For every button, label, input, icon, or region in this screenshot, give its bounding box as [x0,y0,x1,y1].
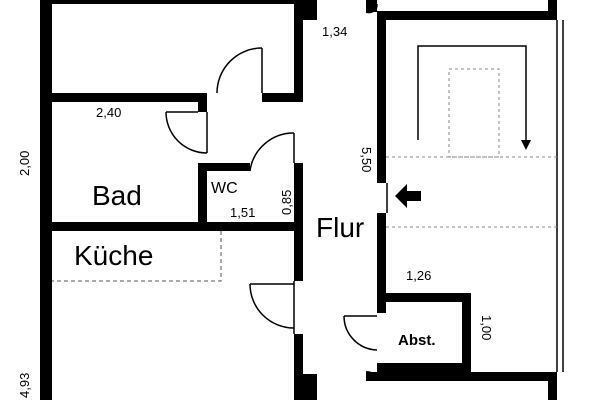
dimension-1-00: 1,00 [479,315,494,340]
doors [165,3,378,381]
door-top-right-swing [365,3,378,14]
wall-bottom-center [303,374,317,400]
room-label-bad: Bad [92,180,142,211]
dimension-1-51: 1,51 [230,205,255,220]
stairwell [386,45,557,228]
wall-kitchen-right-low [294,334,303,400]
wall-bottom-right [366,372,557,381]
wall-bathroom-right-upper [198,93,207,112]
outer-wall-left [40,0,52,400]
room-label-flur: Flur [316,212,364,243]
wall-stair-left-lower [377,213,386,313]
dimension-4-93: 4,93 [17,373,32,398]
wall-bathroom-top-b [262,93,303,102]
door-wc-swing [249,132,295,172]
door-kitchen-swing [249,283,295,329]
dimension-0-85: 0,85 [279,190,294,215]
wall-bathroom-top-a [52,93,207,102]
dimension-1-34: 1,34 [322,24,347,39]
wall-abst-right [462,293,471,363]
walls [40,0,564,400]
door-hall-upper-swing [216,47,263,94]
dimension-2-00: 2,00 [17,151,32,176]
wall-top-notch [303,0,317,20]
wall-abst-top [386,293,470,302]
room-label-wc: WC [211,180,238,197]
wall-wc-right [294,163,303,229]
stair-direction-arrow-icon [417,45,531,150]
wall-top-left [52,0,302,4]
wall-top-center [294,0,303,100]
dimension-5-50: 5,50 [359,147,374,172]
dimension-2-40: 2,40 [96,105,121,120]
wall-kitchen-top [52,222,303,231]
wall-bottom-right-stub [548,372,557,400]
wall-kitchen-right [294,231,303,281]
wall-wc-top [207,163,250,171]
wall-stair-top [377,11,557,20]
wall-top-right-stub [548,0,557,20]
stair-landing [448,68,500,158]
wall-top-right-small [366,0,377,12]
wall-bathroom-right-lower [198,163,207,230]
room-label-kueche: Küche [74,240,153,271]
room-label-abst: Abst. [398,332,436,349]
door-bathroom-swing [165,111,208,154]
dimension-1-26: 1,26 [406,268,431,283]
door-abst-swing [343,315,378,351]
wall-abst-bottom [377,363,471,372]
entrance-arrow-icon [395,184,421,208]
wall-stair-left-upper [377,11,386,183]
door-bottom-swing [365,371,378,381]
kitchen-counter [52,231,222,282]
